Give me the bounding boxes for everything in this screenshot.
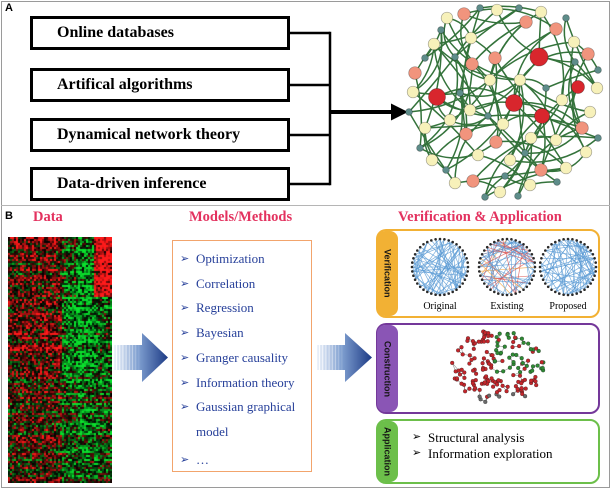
arrowhead-bullet-icon — [180, 296, 196, 321]
source-box-online-databases: Online databases — [30, 16, 290, 50]
method-label: Gaussian graphical model — [196, 399, 296, 439]
method-item: Correlation — [180, 272, 311, 297]
arrowhead-bullet-icon — [180, 321, 196, 346]
method-item: Granger causality — [180, 346, 311, 371]
source-box-data-driven-inference: Data-driven inference — [30, 167, 290, 201]
arrowhead-bullet-icon — [180, 272, 196, 297]
method-label: Bayesian — [196, 325, 244, 341]
methods-list: Optimization Correlation Regression Baye… — [180, 247, 311, 472]
arrowhead-bullet-icon — [412, 430, 428, 446]
arrowhead-bullet-icon — [180, 371, 196, 396]
heading-data: Data — [33, 209, 63, 225]
method-label: Information theory — [196, 374, 295, 390]
construction-tab-label: Construction — [382, 340, 393, 397]
method-item: Regression — [180, 296, 311, 321]
application-item: Information exploration — [412, 446, 553, 462]
application-label: Information exploration — [428, 446, 553, 461]
arrowhead-bullet-icon — [412, 446, 428, 462]
network-label-proposed: Proposed — [549, 301, 587, 312]
heading-verification-application: Verification & Application — [398, 209, 562, 225]
method-item: Gaussian graphical model — [180, 395, 311, 444]
application-panel: Application Structural analysis Informat… — [376, 419, 600, 484]
expression-heatmap — [8, 237, 112, 483]
construction-tab: Construction — [377, 325, 398, 412]
method-label: Granger causality — [196, 349, 289, 365]
network-label-existing: Existing — [490, 301, 524, 312]
panel-divider — [1, 205, 610, 206]
verification-tab-label: Verification — [382, 249, 393, 298]
method-label: Optimization — [196, 251, 265, 266]
method-label: … — [196, 451, 209, 467]
arrowhead-bullet-icon — [180, 247, 196, 272]
network-label-original: Original — [423, 301, 457, 312]
construction-panel: Construction — [376, 323, 600, 414]
method-item: Bayesian — [180, 321, 311, 346]
arrowhead-bullet-icon — [180, 346, 196, 371]
panel-a-label: A — [5, 2, 13, 14]
heading-models-methods: Models/Methods — [189, 209, 293, 225]
method-item: … — [180, 448, 311, 473]
arrowhead-bullet-icon — [180, 395, 196, 420]
arrowhead-bullet-icon — [180, 448, 196, 473]
source-box-artificial-algorithms: Artifical algorithms — [30, 68, 290, 102]
verification-tab: Verification — [377, 231, 398, 316]
application-item: Structural analysis — [412, 430, 553, 446]
source-box-dynamical-network-theory: Dynamical network theory — [30, 118, 290, 152]
application-tab-label: Application — [382, 427, 393, 476]
application-tab: Application — [377, 421, 398, 482]
method-label: Correlation — [196, 275, 256, 291]
application-label: Structural analysis — [428, 430, 525, 445]
method-item: Optimization — [180, 247, 311, 272]
verification-panel: Verification Original Existing Proposed — [376, 229, 600, 318]
panel-b-label: B — [5, 210, 13, 222]
method-label: Regression — [196, 300, 254, 316]
application-list: Structural analysis Information explorat… — [412, 430, 553, 462]
method-item: Information theory — [180, 371, 311, 396]
methods-box: Optimization Correlation Regression Baye… — [172, 240, 312, 472]
